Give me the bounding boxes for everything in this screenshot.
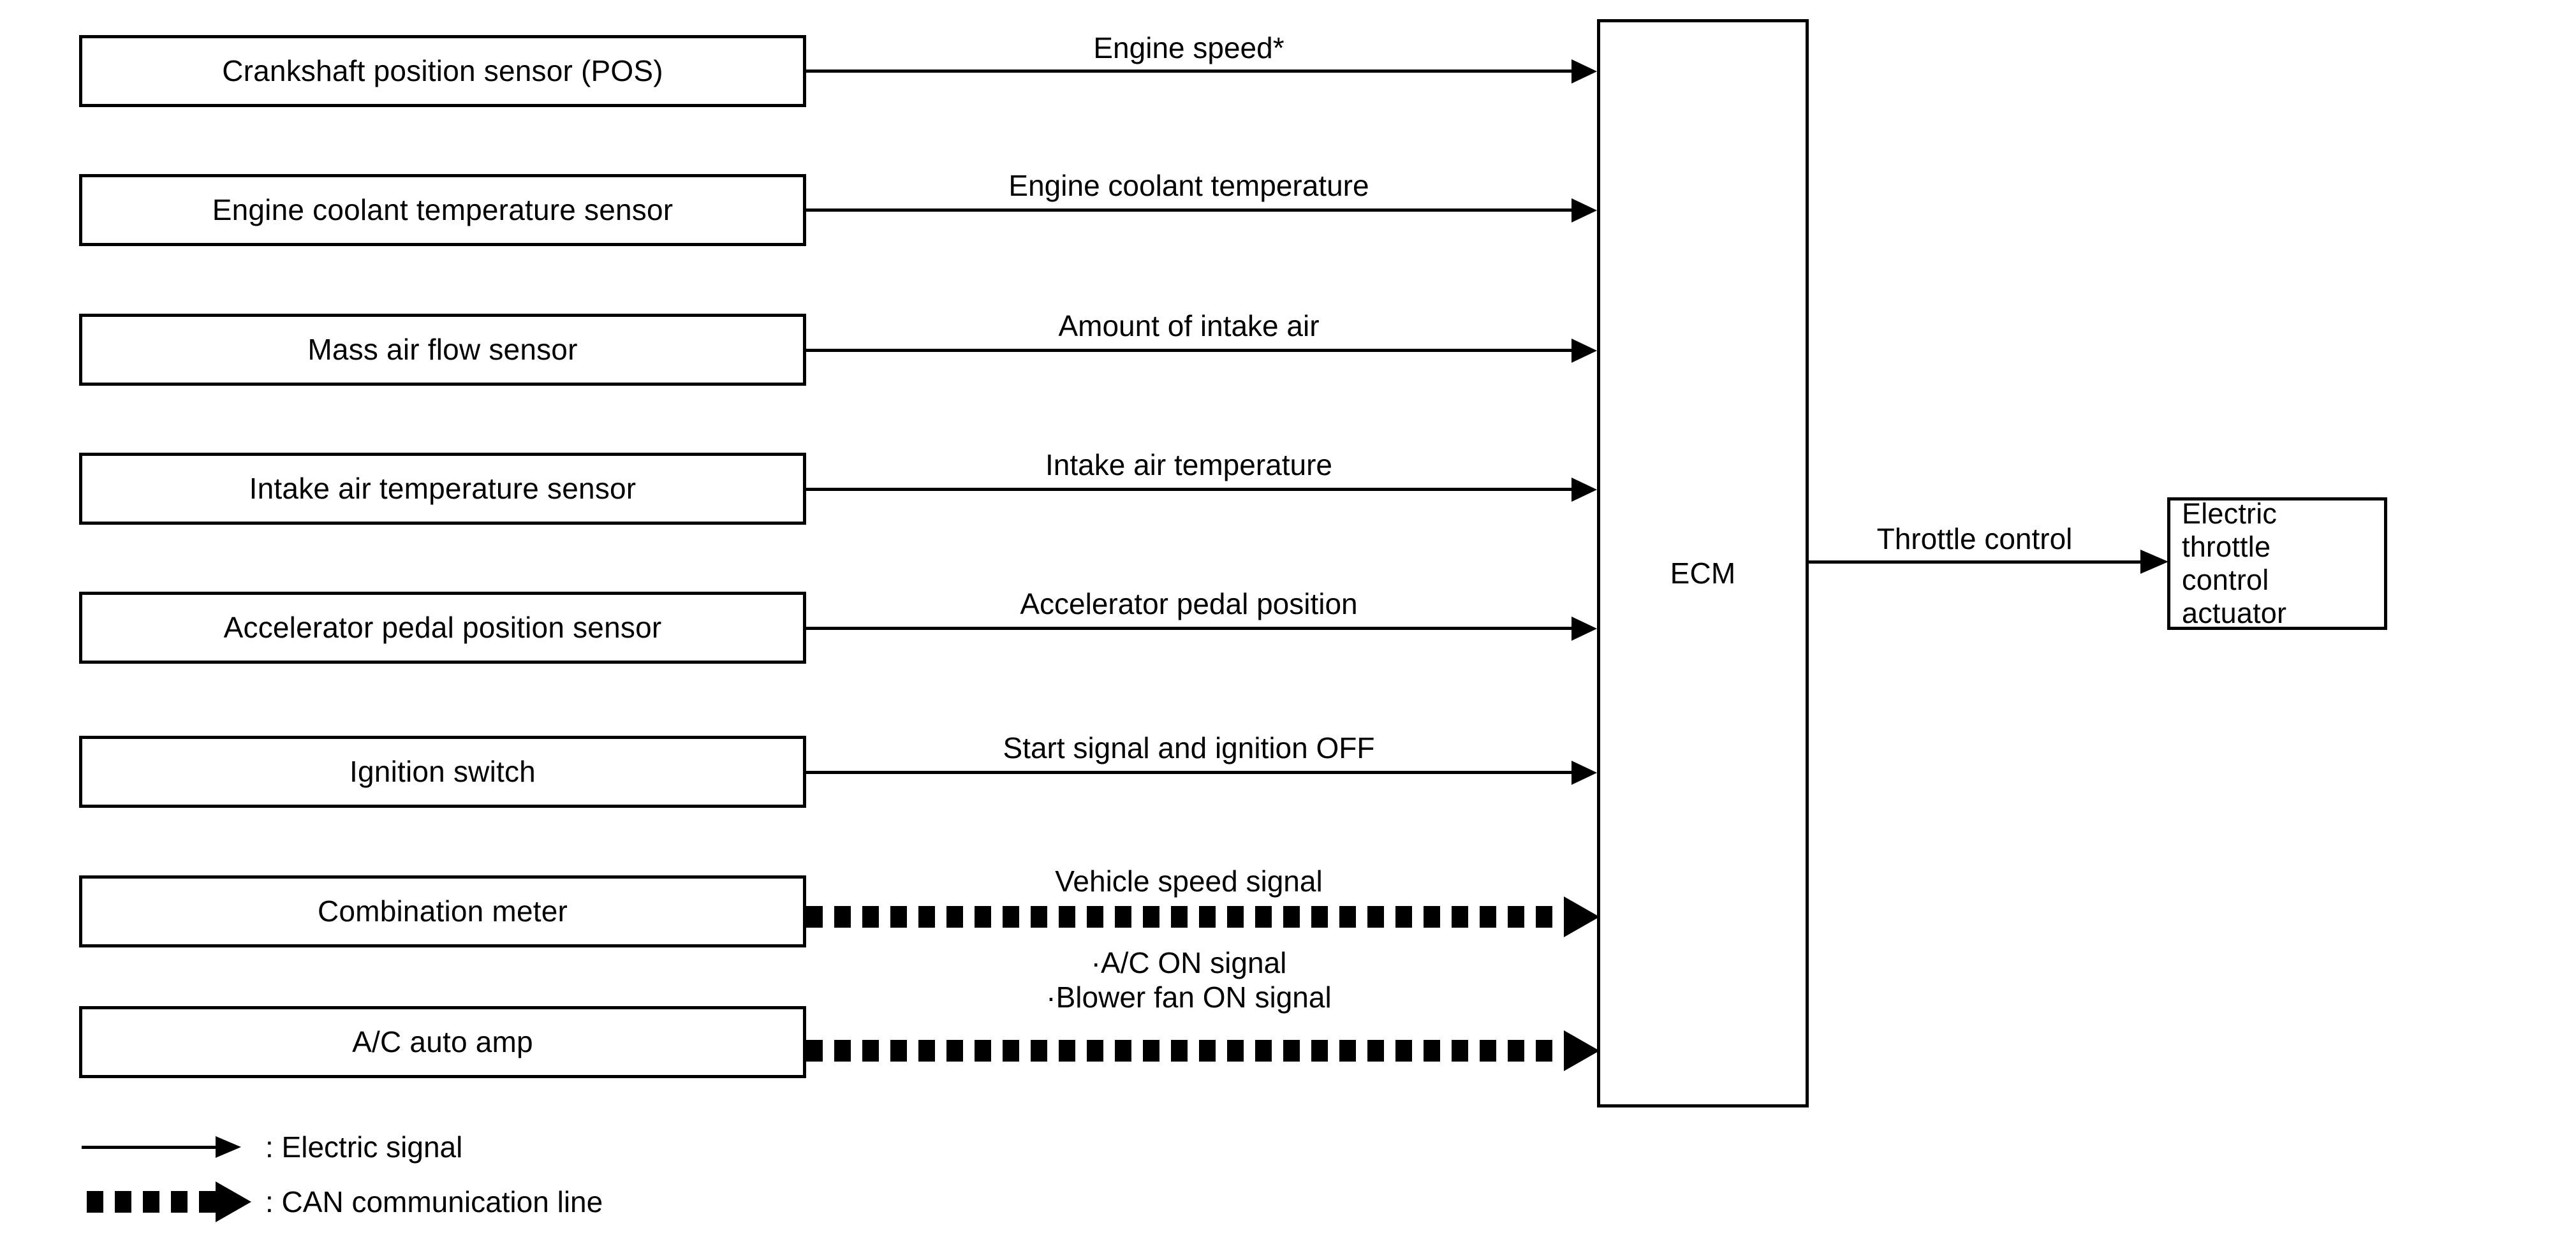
signal-line-accelerator-pedal-position: [806, 627, 1571, 630]
legend-can-line: [87, 1191, 217, 1213]
signal-arrow-start-signal-and-ignition-off: [1571, 761, 1597, 785]
electric-throttle-control-actuator-box[interactable]: Electric throttle control actuator: [2167, 497, 2387, 630]
source-box-ac-auto-amp[interactable]: A/C auto amp: [79, 1006, 806, 1078]
can-arrow-ac-signals: [1564, 1030, 1600, 1071]
signal-arrow-engine-speed: [1571, 59, 1597, 84]
source-box-crankshaft-position-sensor[interactable]: Crankshaft position sensor (POS): [79, 35, 806, 107]
signal-arrow-accelerator-pedal-position: [1571, 617, 1597, 641]
signal-label-ac-signals: ·A/C ON signal ·Blower fan ON signal: [1046, 946, 1332, 1014]
thin-arrow-icon: [216, 1136, 241, 1158]
legend-item-can-communication-line: : CAN communication line: [247, 1185, 603, 1219]
source-box-label: Intake air temperature sensor: [249, 471, 637, 505]
signal-label-amount-of-intake-air: Amount of intake air: [1058, 309, 1320, 342]
signal-label-engine-speed: Engine speed*: [1093, 31, 1284, 64]
legend-label-electric-signal: : Electric signal: [265, 1130, 463, 1164]
legend-electric-signal-line: [82, 1146, 216, 1149]
source-box-label: Ignition switch: [350, 754, 536, 788]
signal-label-throttle-control: Throttle control: [1876, 522, 2073, 555]
signal-line-start-signal-and-ignition-off: [806, 771, 1571, 774]
dashed-thick-arrow-icon: [216, 1181, 251, 1222]
signal-arrow-engine-coolant-temperature: [1571, 198, 1597, 223]
legend-label-can-communication-line: : CAN communication line: [265, 1185, 603, 1218]
signal-arrow-intake-air-temperature: [1571, 478, 1597, 502]
signal-line-intake-air-temperature: [806, 488, 1571, 491]
signal-label-engine-coolant-temperature: Engine coolant temperature: [1008, 169, 1369, 202]
can-line-vehicle-speed-signal: [806, 906, 1566, 928]
signal-label-intake-air-temperature: Intake air temperature: [1045, 448, 1332, 481]
signal-line-throttle-control: [1809, 560, 2140, 564]
source-box-ignition-switch[interactable]: Ignition switch: [79, 736, 806, 808]
source-box-engine-coolant-temperature-sensor[interactable]: Engine coolant temperature sensor: [79, 174, 806, 246]
signal-arrow-amount-of-intake-air: [1571, 339, 1597, 363]
source-box-combination-meter[interactable]: Combination meter: [79, 875, 806, 947]
signal-line-amount-of-intake-air: [806, 349, 1571, 352]
signal-arrow-throttle-control: [2140, 550, 2168, 574]
source-box-label: Crankshaft position sensor (POS): [222, 54, 663, 87]
can-arrow-vehicle-speed-signal: [1564, 896, 1600, 937]
source-box-label: A/C auto amp: [352, 1025, 533, 1058]
source-box-intake-air-temperature-sensor[interactable]: Intake air temperature sensor: [79, 453, 806, 525]
source-box-accelerator-pedal-position-sensor[interactable]: Accelerator pedal position sensor: [79, 592, 806, 664]
signal-label-accelerator-pedal-position: Accelerator pedal position: [1020, 587, 1358, 620]
signal-label-start-signal-and-ignition-off: Start signal and ignition OFF: [1003, 731, 1375, 764]
ecm-box[interactable]: ECM: [1597, 19, 1809, 1107]
signal-line-engine-coolant-temperature: [806, 208, 1571, 212]
signal-label-vehicle-speed-signal: Vehicle speed signal: [1055, 865, 1323, 898]
actuator-label: Electric throttle control actuator: [2182, 497, 2287, 630]
source-box-label: Combination meter: [317, 894, 568, 928]
source-box-label: Accelerator pedal position sensor: [223, 610, 662, 644]
can-line-ac-signals: [806, 1040, 1566, 1062]
ecm-label: ECM: [1670, 557, 1736, 590]
source-box-label: Mass air flow sensor: [307, 332, 578, 366]
legend-item-electric-signal: : Electric signal: [247, 1130, 462, 1164]
source-box-mass-air-flow-sensor[interactable]: Mass air flow sensor: [79, 314, 806, 386]
source-box-label: Engine coolant temperature sensor: [212, 193, 673, 226]
signal-line-engine-speed: [806, 69, 1571, 73]
